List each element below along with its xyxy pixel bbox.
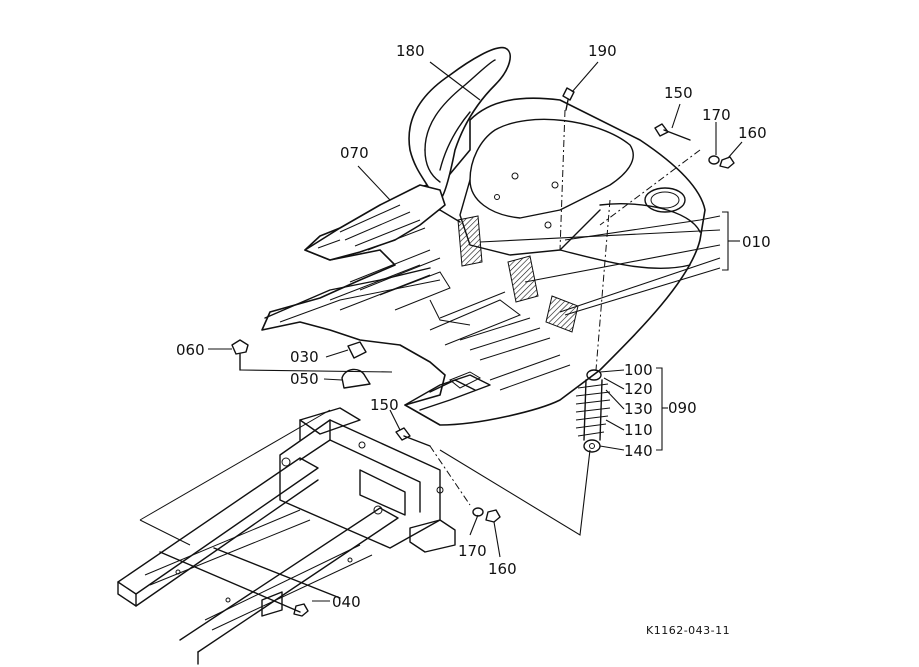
figure-code: K1162-043-11 (646, 624, 730, 637)
label-170-top: 170 (702, 106, 731, 124)
label-150-mid: 150 (370, 396, 399, 414)
label-140: 140 (624, 442, 653, 460)
screw-190-icon (562, 87, 575, 101)
label-040: 040 (332, 593, 361, 611)
bushing-030-icon (347, 341, 367, 359)
nut-160-low-icon (485, 509, 501, 523)
washer-170-top-icon (708, 155, 720, 165)
label-170-low: 170 (458, 542, 487, 560)
part-labels: 180 190 150 170 160 070 010 060 030 050 … (176, 42, 771, 637)
label-100: 100 (624, 361, 653, 379)
label-030: 030 (290, 348, 319, 366)
clamp-050-icon (341, 368, 371, 389)
label-160-low: 160 (488, 560, 517, 578)
label-010: 010 (742, 233, 771, 251)
label-160-top: 160 (738, 124, 767, 142)
bolt-150-mid-icon (395, 427, 411, 441)
label-130: 130 (624, 400, 653, 418)
nut-040-icon (293, 603, 309, 617)
label-070: 070 (340, 144, 369, 162)
floor-cover-part-070 (304, 184, 446, 261)
label-050: 050 (290, 370, 319, 388)
label-180: 180 (396, 42, 425, 60)
label-120: 120 (624, 380, 653, 398)
frame-assembly (117, 407, 456, 665)
label-190: 190 (588, 42, 617, 60)
bolt-150-top-icon (654, 123, 669, 137)
washer-170-low-icon (472, 507, 484, 517)
leader-lines (208, 61, 743, 602)
label-060: 060 (176, 341, 205, 359)
label-150-top: 150 (664, 84, 693, 102)
shock-absorber-part-090 (575, 369, 611, 453)
seat-pan (261, 97, 706, 426)
assembly-centerlines (429, 109, 701, 506)
bolt-060-icon (231, 339, 249, 355)
nut-160-top-icon (719, 156, 735, 169)
label-110: 110 (624, 421, 653, 439)
label-090: 090 (668, 399, 697, 417)
